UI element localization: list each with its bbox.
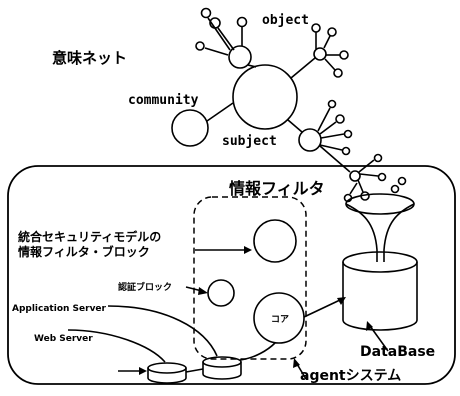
label-info-filter: 情報フィルタ xyxy=(229,179,325,198)
label-semantic-net: 意味ネット xyxy=(52,49,127,67)
core-node xyxy=(253,292,305,344)
label-security-model-1: 統合セキュリティモデルの xyxy=(18,229,161,244)
arrow-db-label xyxy=(369,325,389,352)
arrow-agent-label xyxy=(296,363,307,380)
arrow-core-to-db xyxy=(303,299,341,318)
web-server-disk xyxy=(147,362,187,384)
curve-app-core xyxy=(239,342,276,361)
app-server-disk xyxy=(202,356,242,380)
community-node xyxy=(171,109,209,147)
info-filter-funnel xyxy=(345,193,415,262)
auth-node xyxy=(207,279,235,307)
label-subject: subject xyxy=(222,134,277,149)
hub-node xyxy=(232,64,298,130)
object-node xyxy=(228,45,252,69)
label-app-server: Application Server xyxy=(12,304,107,314)
semantic-network xyxy=(171,7,407,203)
curve-app-server xyxy=(107,305,218,357)
label-object: object xyxy=(262,13,309,28)
filter-block-dashed xyxy=(193,196,307,360)
subject-node xyxy=(298,128,322,152)
upper-node xyxy=(253,219,297,263)
label-auth-block: 認証ブロック xyxy=(118,281,172,293)
branch-node xyxy=(313,47,327,61)
label-community: community xyxy=(128,93,199,108)
label-agent-system: agentシステム xyxy=(300,368,401,384)
curve-web-server xyxy=(67,329,166,363)
label-security-model-2: 情報フィルタ・ブロック xyxy=(18,244,150,259)
label-database: DataBase xyxy=(360,344,435,360)
label-core: コア xyxy=(271,314,289,325)
agent-system-box xyxy=(7,165,456,385)
label-web-server: Web Server xyxy=(34,334,93,344)
database-cylinder xyxy=(342,251,418,331)
